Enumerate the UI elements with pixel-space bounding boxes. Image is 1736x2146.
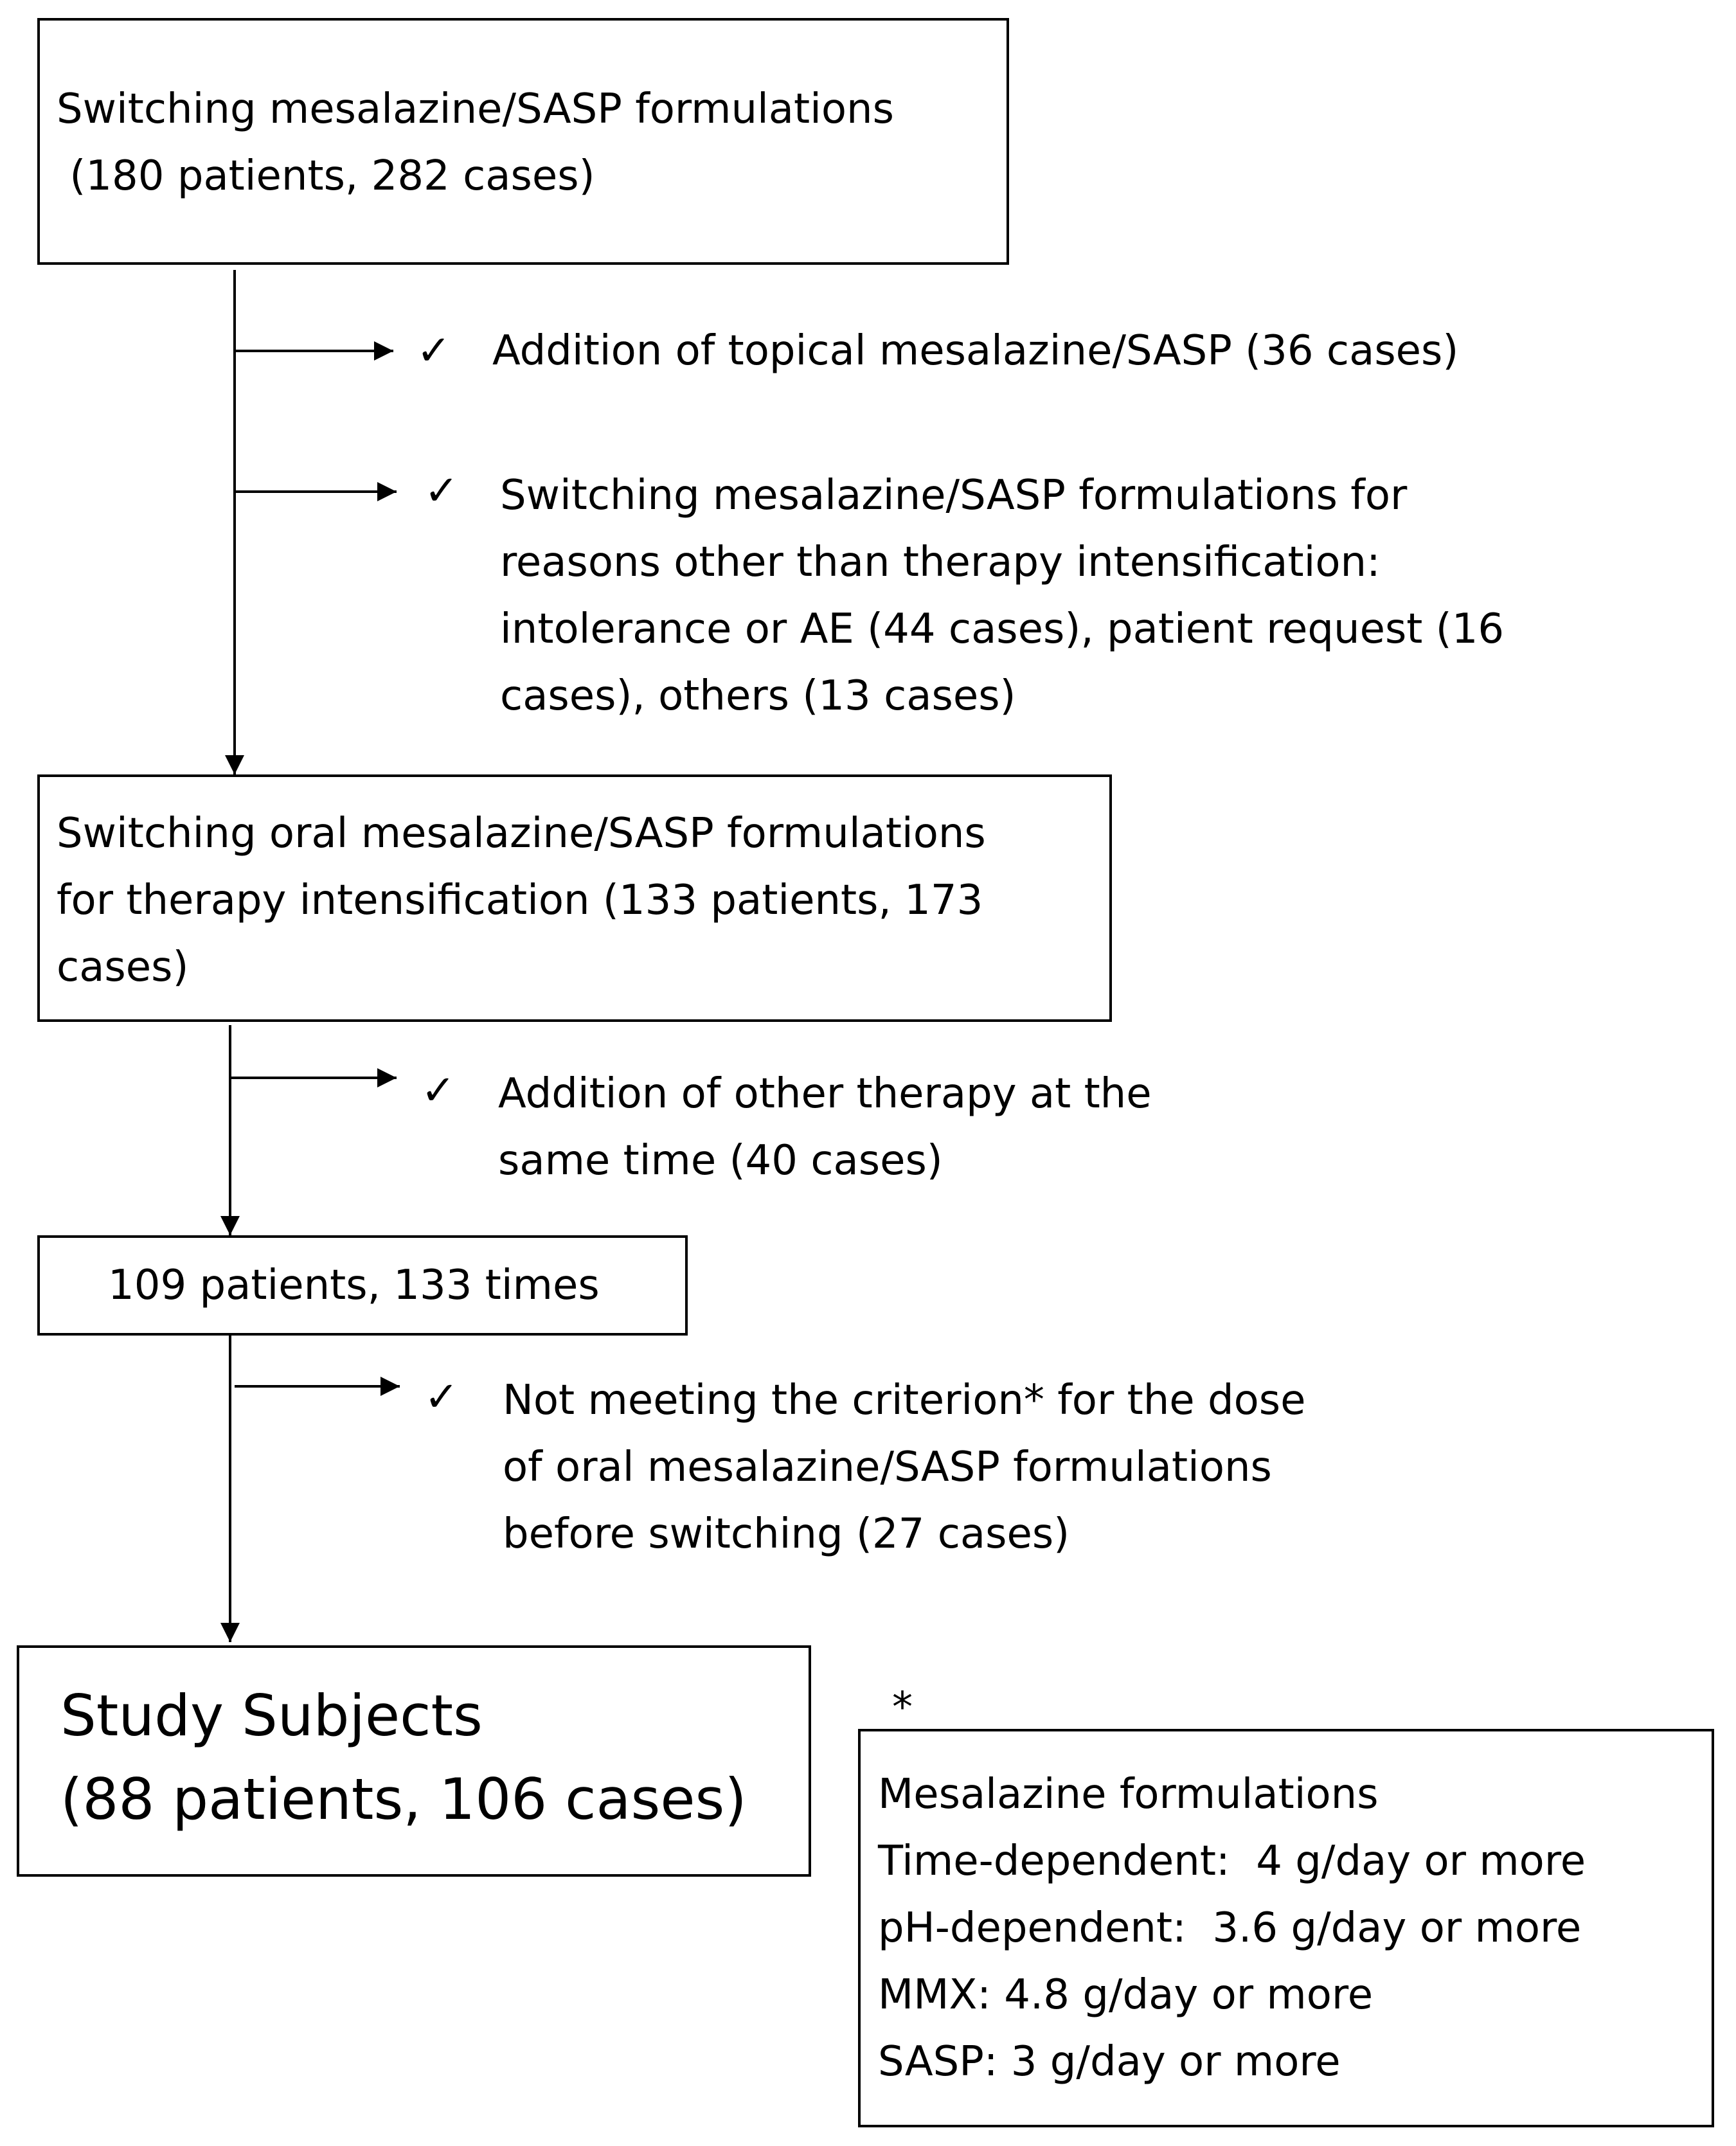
exclusion-2-line-3: intolerance or AE (44 cases), patient re…	[500, 605, 1505, 653]
check-icon: ✓	[421, 1067, 456, 1114]
study-subjects-title: Study Subjects	[60, 1683, 483, 1749]
step-box-2	[37, 774, 1112, 1022]
exclusion-2-line-4: cases), others (13 cases)	[500, 672, 1016, 720]
step-1-line-1: Switching mesalazine/SASP formulations	[57, 85, 894, 133]
step-2-line-2: for therapy intensification (133 patient…	[57, 877, 983, 924]
study-subjects-box	[17, 1645, 811, 1877]
footnote-line-2: Time-dependent: 4 g/day or more	[878, 1838, 1586, 1885]
exclusion-2-line-2: reasons other than therapy intensificati…	[500, 539, 1381, 586]
exclusion-1-line-1: Addition of topical mesalazine/SASP (36 …	[492, 327, 1459, 375]
step-2-line-1: Switching oral mesalazine/SASP formulati…	[57, 810, 986, 857]
footnote-line-3: pH-dependent: 3.6 g/day or more	[878, 1904, 1582, 1952]
exclusion-2-line-1: Switching mesalazine/SASP formulations f…	[500, 472, 1408, 519]
step-3-line-1: 109 patients, 133 times	[108, 1262, 600, 1309]
check-icon: ✓	[424, 467, 459, 515]
footnote-line-4: MMX: 4.8 g/day or more	[878, 1971, 1374, 2019]
step-box-3	[37, 1235, 688, 1336]
exclusion-4-line-3: before switching (27 cases)	[503, 1510, 1070, 1558]
exclusion-4-line-1: Not meeting the criterion* for the dose	[503, 1377, 1306, 1424]
step-box-1	[37, 18, 1009, 265]
footnote-box	[858, 1729, 1714, 2127]
exclusion-3-line-2: same time (40 cases)	[498, 1137, 943, 1185]
exclusion-3-line-1: Addition of other therapy at the	[498, 1070, 1152, 1118]
exclusion-4-line-2: of oral mesalazine/SASP formulations	[503, 1444, 1272, 1491]
step-1-line-2: (180 patients, 282 cases)	[57, 152, 595, 200]
step-2-line-3: cases)	[57, 943, 189, 991]
check-icon: ✓	[424, 1373, 459, 1421]
footnote-marker: *	[892, 1684, 913, 1731]
footnote-line-1: Mesalazine formulations	[878, 1771, 1379, 1818]
footnote-line-5: SASP: 3 g/day or more	[878, 2038, 1341, 2086]
check-icon: ✓	[416, 327, 451, 375]
study-subjects-count: (88 patients, 106 cases)	[60, 1766, 747, 1832]
